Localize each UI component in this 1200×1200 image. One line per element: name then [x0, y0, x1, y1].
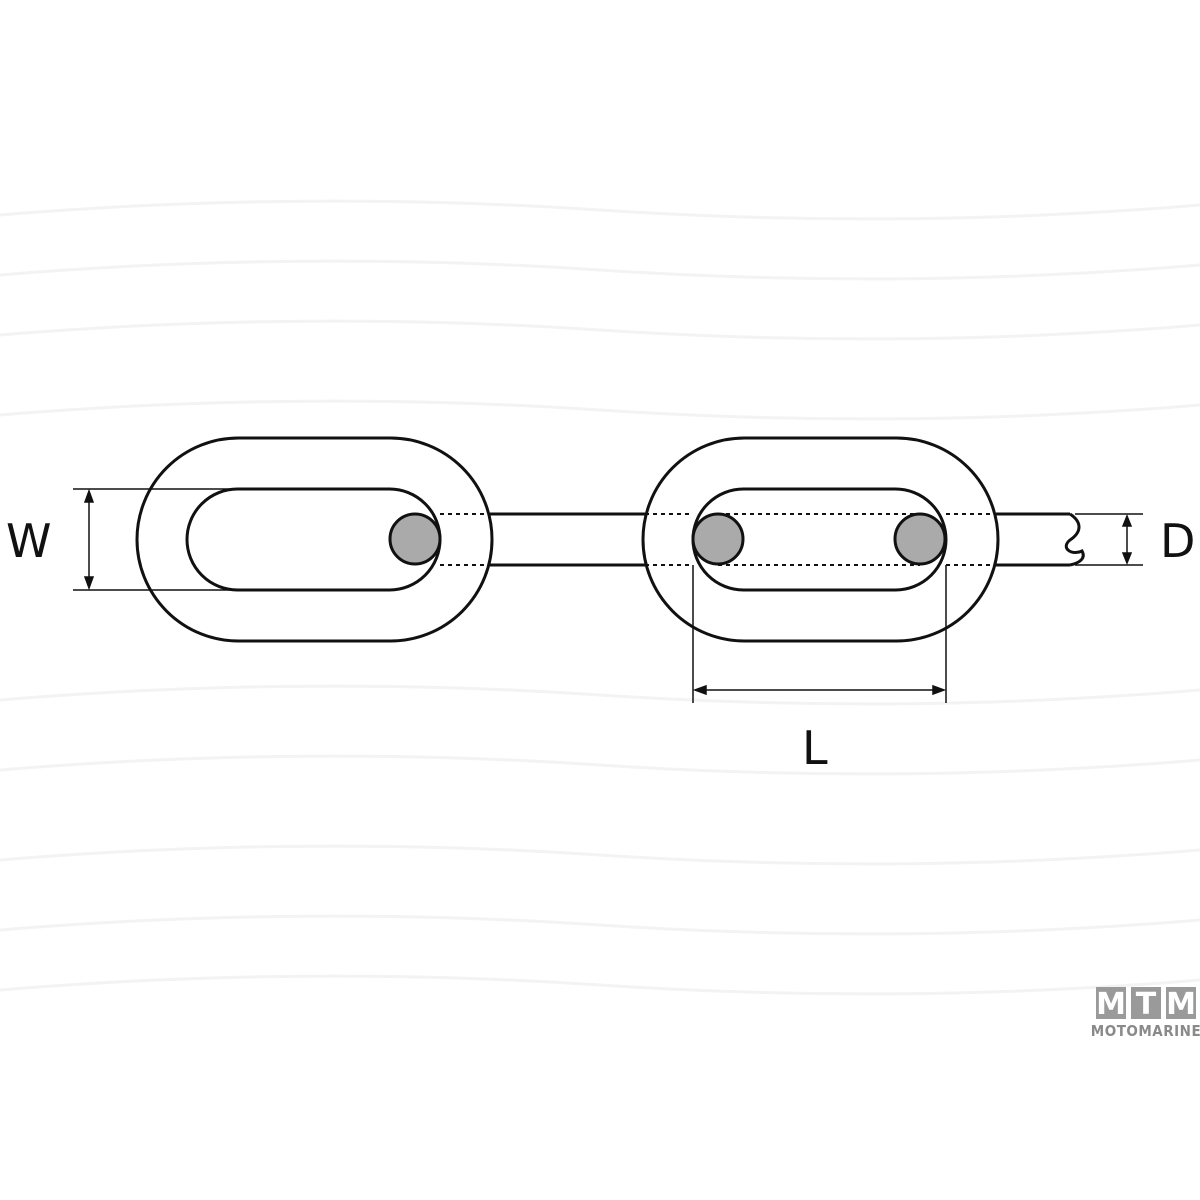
- section-circle-1: [388, 512, 442, 566]
- break-mark: [1064, 512, 1085, 567]
- width-dimension: [73, 488, 230, 591]
- section-circle-2: [691, 512, 745, 566]
- logo-letter-1: M: [1096, 987, 1126, 1022]
- background-texture: [0, 199, 1200, 996]
- length-dimension: [692, 565, 947, 703]
- width-label: W: [6, 514, 51, 568]
- section-circle-3: [893, 512, 947, 566]
- left-link-outer: [135, 436, 494, 643]
- diameter-label: D: [1160, 514, 1195, 568]
- logo-letter-2: T: [1136, 987, 1157, 1022]
- logo-letter-3: M: [1166, 987, 1196, 1022]
- right-link-outer: [641, 436, 1000, 643]
- cross-sections: [388, 512, 947, 566]
- length-label: L: [802, 721, 828, 775]
- motomarine-logo: M T M MOTOMARINE: [1091, 987, 1200, 1040]
- diameter-dimension: [1075, 513, 1143, 566]
- logo-name: MOTOMARINE: [1091, 1022, 1200, 1040]
- projection-lines: [440, 513, 996, 566]
